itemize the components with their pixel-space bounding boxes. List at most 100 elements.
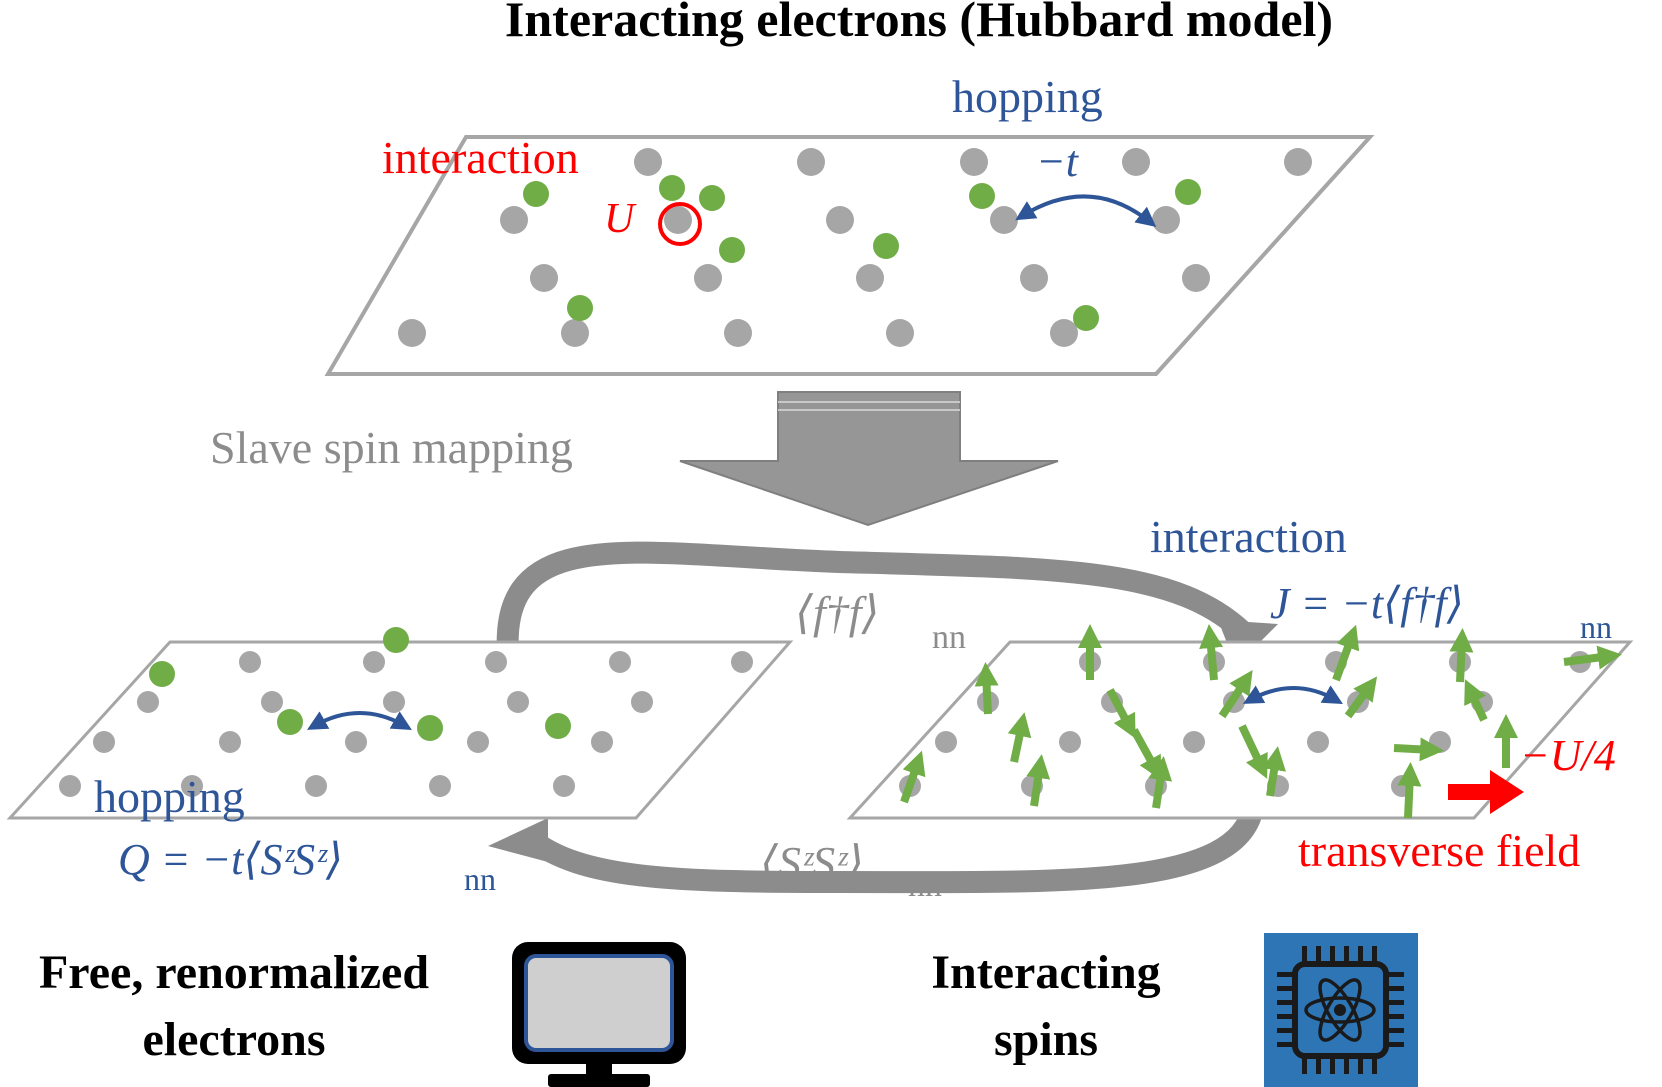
right-interaction-formula: J = −t⟨f†f⟩	[1270, 579, 1464, 628]
lattice-site	[59, 775, 81, 797]
top-lattice-sites	[398, 148, 1312, 347]
hubbard-lattice-panel: interaction U hopping −t	[324, 71, 1375, 376]
lattice-site	[731, 651, 753, 673]
top-interaction-label: interaction	[382, 132, 579, 183]
spin-arrow	[1148, 756, 1173, 809]
lattice-site	[856, 264, 884, 292]
electron	[719, 237, 745, 263]
electron	[149, 661, 175, 687]
left-hopping-subscript: nn	[464, 861, 496, 897]
lattice-site	[363, 651, 385, 673]
diagram-title: Interacting electrons (Hubbard model)	[505, 0, 1333, 47]
lattice-site	[500, 206, 528, 234]
left-lattice-plane	[6, 640, 794, 820]
lattice-site	[1152, 206, 1180, 234]
lattice-site	[634, 148, 662, 176]
top-electrons	[523, 175, 1201, 331]
lattice-site	[724, 319, 752, 347]
cycle-arrow-bottom-head	[488, 818, 548, 862]
left-hopping-label: hopping	[94, 771, 245, 822]
spin-arrow	[1262, 746, 1286, 797]
left-hopping-formula: Q = −t⟨SᶻSᶻ⟩	[118, 835, 343, 884]
electron	[1073, 305, 1099, 331]
spin-arrow	[1464, 679, 1488, 722]
lattice-site	[826, 206, 854, 234]
lattice-site	[530, 264, 558, 292]
lattice-site	[694, 264, 722, 292]
transverse-field-value: −U/4	[1520, 731, 1616, 780]
lattice-site	[137, 691, 159, 713]
transverse-field-arrow	[1448, 770, 1524, 814]
lattice-site	[935, 731, 957, 753]
electron	[1175, 179, 1201, 205]
electron	[659, 175, 685, 201]
left-electrons	[149, 627, 571, 741]
spin-arrow	[1397, 762, 1422, 819]
lattice-site	[261, 691, 283, 713]
cycle-arrow-bottom	[522, 789, 1266, 894]
right-caption-line1: Interacting	[931, 946, 1160, 999]
top-hopping-arrow	[1015, 194, 1157, 227]
left-lattice-sites	[59, 651, 753, 797]
mapping-down-arrow-shape	[679, 391, 1059, 527]
spin-arrow	[1199, 624, 1224, 681]
lattice-site	[383, 691, 405, 713]
bottom-captions: Free, renormalized electrons Interacting…	[39, 946, 1161, 1066]
lattice-site	[990, 206, 1018, 234]
left-caption-line1: Free, renormalized	[39, 946, 429, 999]
mapping-label: Slave spin mapping	[210, 422, 573, 473]
left-hopping-arrow	[307, 711, 412, 730]
lattice-site	[1122, 148, 1150, 176]
electron	[969, 183, 995, 209]
lattice-site	[1182, 264, 1210, 292]
electron	[699, 185, 725, 211]
lattice-site	[886, 319, 914, 347]
lattice-site	[797, 148, 825, 176]
spin-arrow	[1007, 712, 1032, 763]
lattice-site	[485, 651, 507, 673]
lattice-site	[507, 691, 529, 713]
lattice-site	[960, 148, 988, 176]
lattice-site	[467, 731, 489, 753]
spin-arrow	[1238, 724, 1268, 779]
lattice-site	[398, 319, 426, 347]
cycle-top-subscript: nn	[932, 619, 966, 656]
lattice-site	[664, 206, 692, 234]
lattice-site	[1059, 731, 1081, 753]
cycle-bottom-expectation: ⟨SᶻSᶻ⟩	[760, 837, 864, 888]
top-interaction-symbol: U	[604, 196, 637, 242]
spin-arrows	[900, 624, 1622, 819]
top-hopping-symbol: −t	[1036, 137, 1080, 186]
mapping-arrow: Slave spin mapping	[210, 391, 1059, 527]
electron	[523, 181, 549, 207]
electron	[873, 233, 899, 259]
quantum-chip-icon	[1264, 933, 1418, 1087]
spin-arrow	[900, 750, 926, 804]
lattice-site	[591, 731, 613, 753]
spin-arrow	[974, 662, 999, 715]
spin-arrow	[1026, 754, 1051, 807]
spin-arrow	[1393, 737, 1444, 762]
spin-arrow	[1449, 628, 1474, 683]
lattice-site	[1307, 731, 1329, 753]
lattice-site	[609, 651, 631, 673]
right-caption-line2: spins	[994, 1013, 1098, 1066]
lattice-site	[1284, 148, 1312, 176]
top-hopping-label: hopping	[952, 71, 1103, 122]
cycle-top-expectation: ⟨f†f⟩	[795, 587, 879, 638]
lattice-site	[181, 775, 203, 797]
self-consistency-cycle: ⟨f†f⟩ nn ⟨SᶻSᶻ⟩ nn	[488, 541, 1278, 904]
lattice-site	[429, 775, 451, 797]
spin-arrow	[1563, 645, 1622, 670]
lattice-site	[239, 651, 261, 673]
free-electron-panel: hopping Q = −t⟨SᶻSᶻ⟩ nn	[6, 627, 794, 897]
electron	[277, 709, 303, 735]
lattice-site	[561, 319, 589, 347]
lattice-site	[305, 775, 327, 797]
lattice-site	[553, 775, 575, 797]
transverse-field-label: transverse field	[1298, 825, 1580, 876]
spin-arrow	[1218, 670, 1253, 719]
lattice-site	[1429, 731, 1451, 753]
right-interaction-arrow	[1242, 685, 1343, 704]
electron	[567, 295, 593, 321]
